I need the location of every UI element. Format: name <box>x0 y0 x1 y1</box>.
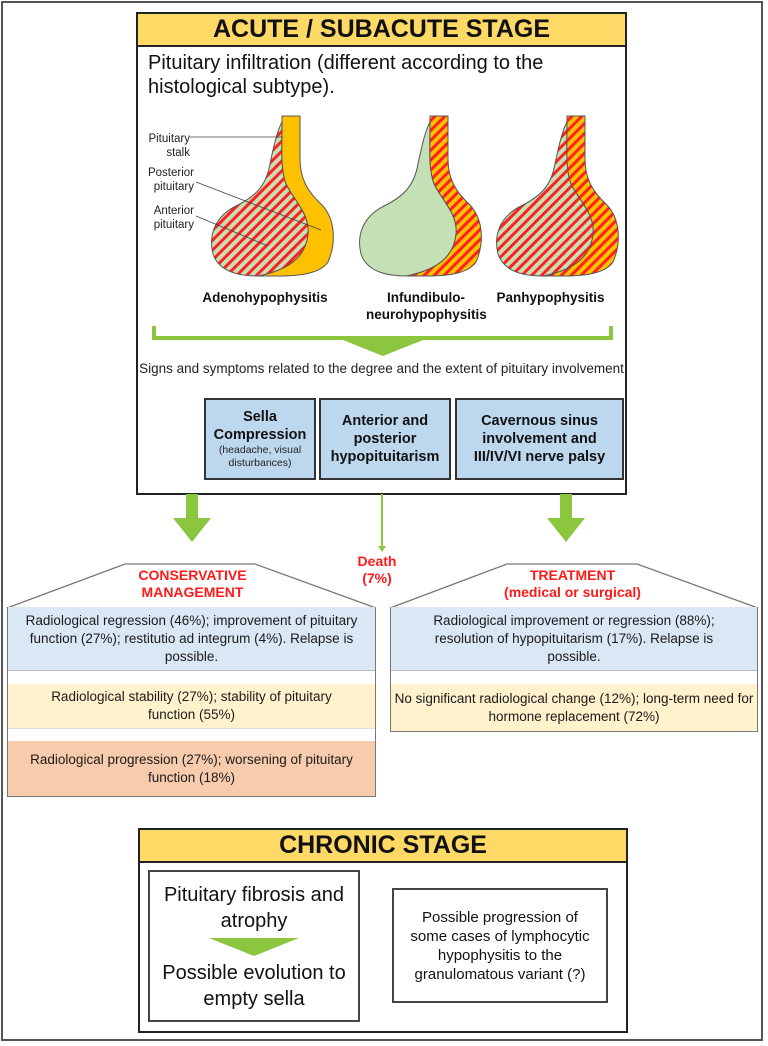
death-percent: (7%) <box>362 570 392 586</box>
acute-stage-intro: Pituitary infiltration (different accord… <box>148 52 544 98</box>
outcome-text: Radiological improvement or regression (… <box>433 612 715 664</box>
manifestation-hypopituitarism: Anterior and posterior hypopituitarism <box>319 398 451 480</box>
conservative-outcome-stability: Radiological stability (27%); stability … <box>8 684 375 729</box>
conservative-title-line1: CONSERVATIVE <box>138 567 247 583</box>
outcome-text: Radiological regression (46%); improveme… <box>25 612 358 664</box>
acute-stage-title: ACUTE / SUBACUTE STAGE <box>138 14 625 47</box>
conservative-outcome-progression: Radiological progression (27%); worsenin… <box>8 741 375 796</box>
treatment-outcome-no-change: No significant radiological change (12%)… <box>391 684 757 731</box>
anterior-lobe <box>496 120 594 277</box>
arrow-to-conservative <box>173 494 211 542</box>
conservative-panel: Radiological regression (46%); improveme… <box>7 607 376 797</box>
panel-roofs <box>6 563 759 609</box>
death-outcome: Death (7%) <box>352 553 402 587</box>
gland-infundibulo-neurohypophysitis <box>359 115 482 277</box>
arrow-to-death <box>378 494 386 552</box>
gland-adenohypophysitis <box>211 115 334 277</box>
pointer-posterior <box>195 181 322 231</box>
manifestation-sella-compression: Sella Compression (headache, visual dist… <box>204 398 316 480</box>
manifestation-cavernous-sinus: Cavernous sinus involvement and III/IV/V… <box>455 398 624 480</box>
caption-adenohypophysitis: Adenohypophysitis <box>202 290 328 305</box>
label-anterior-pituitary: Anterior pituitary <box>153 205 194 231</box>
chronic-stage-title: CHRONIC STAGE <box>140 830 626 863</box>
arrow-to-treatment <box>547 494 585 542</box>
label-posterior-pituitary: Posterior pituitary <box>147 167 194 193</box>
treatment-title: TREATMENT (medical or surgical) <box>480 567 665 601</box>
fibrosis-text: Pituitary fibrosis and atrophy <box>163 884 345 932</box>
death-label: Death <box>357 553 397 569</box>
outcome-text: Radiological stability (27%); stability … <box>51 689 332 722</box>
conservative-title-line2: MANAGEMENT <box>141 584 244 600</box>
manifestation-title: Sella Compression <box>213 409 307 443</box>
chronic-stage-panel: CHRONIC STAGE Pituitary fibrosis and atr… <box>138 828 628 1033</box>
treatment-title-line1: TREATMENT <box>529 567 616 583</box>
caption-panhypophysitis: Panhypophysitis <box>496 290 605 305</box>
caption-infundibulo-neurohypophysitis: Infundibulo-neurohypophysitis <box>366 290 487 322</box>
acute-stage-panel: ACUTE / SUBACUTE STAGE Pituitary infiltr… <box>136 12 627 495</box>
manifestation-subtitle: (headache, visual disturbances) <box>218 444 302 469</box>
green-bracket-arrow <box>152 326 613 356</box>
granulomatous-text: Possible progression of some cases of ly… <box>410 908 590 983</box>
manifestation-title: Anterior and posterior hypopituitarism <box>330 413 440 465</box>
gland-panhypophysitis <box>496 115 619 277</box>
conservative-title: CONSERVATIVE MANAGEMENT <box>100 567 285 601</box>
pointer-anterior <box>195 215 269 247</box>
empty-sella-text: Possible evolution to empty sella <box>162 962 346 1010</box>
outcome-arrows <box>173 494 585 552</box>
fibrosis-box: Pituitary fibrosis and atrophy Possible … <box>148 870 360 1022</box>
outcome-text: No significant radiological change (12%)… <box>394 690 754 724</box>
label-pituitary-stalk: Pituitary stalk <box>148 133 190 159</box>
granulomatous-box: Possible progression of some cases of ly… <box>392 888 608 1003</box>
treatment-outcome-improvement: Radiological improvement or regression (… <box>391 607 757 671</box>
down-arrow-icon <box>209 938 299 956</box>
pituitary-illustrations <box>190 115 619 277</box>
conservative-outcome-regression: Radiological regression (46%); improveme… <box>8 607 375 671</box>
treatment-title-line2: (medical or surgical) <box>504 584 641 600</box>
signs-and-symptoms-text: Signs and symptoms related to the degree… <box>139 361 624 376</box>
anterior-lobe <box>211 120 309 277</box>
outcome-text: Radiological progression (27%); worsenin… <box>30 751 353 785</box>
anterior-lobe <box>359 120 457 277</box>
treatment-panel: Radiological improvement or regression (… <box>390 607 758 732</box>
manifestation-title: Cavernous sinus involvement and III/IV/V… <box>473 413 606 465</box>
